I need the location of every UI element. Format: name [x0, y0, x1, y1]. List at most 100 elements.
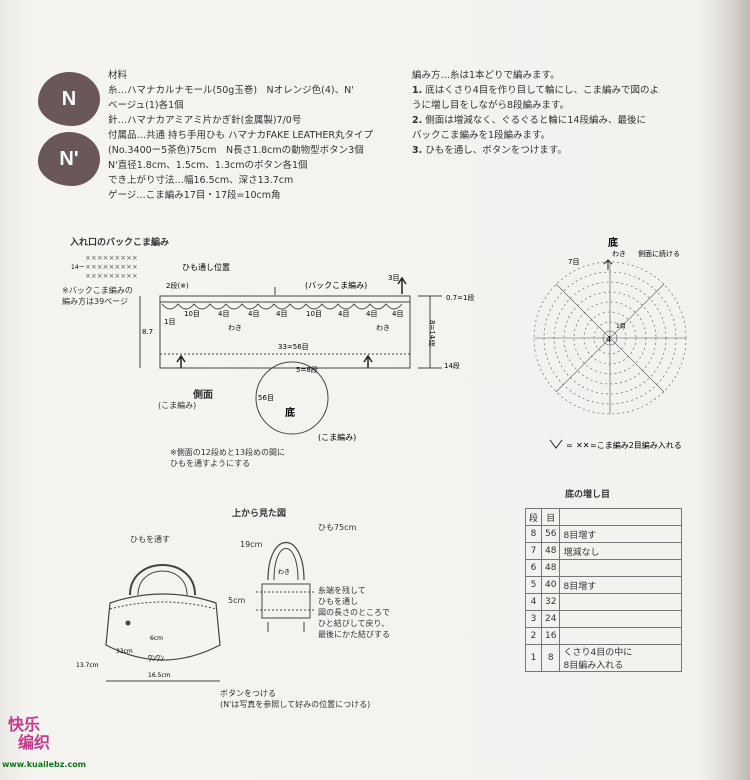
step-number: 3.	[412, 145, 423, 156]
svg-text:×××××××××: ×××××××××	[85, 263, 138, 271]
cord-through-label: ひもを通す	[130, 535, 170, 544]
cord-note: ひと結びして戻り、	[318, 619, 390, 628]
bag-drawing: 6cm 33cm ﾜﾝﾜﾝ 13.7cm 16.5cm	[76, 564, 221, 682]
rows-14-label: 14段	[444, 361, 460, 370]
bottom-chart-waki: わき	[612, 250, 626, 258]
cord-note: 糸端を残して	[318, 586, 366, 595]
up-arrow-icon	[363, 354, 373, 368]
height-19-label: 19cm	[240, 540, 263, 549]
bag-137cm: 13.7cm	[76, 662, 99, 669]
badge-n-prime: N'	[38, 132, 100, 186]
bag-six-cm: 6cm	[150, 635, 163, 642]
four-stitch-label: 4目	[338, 310, 349, 318]
three-stitch-label: 3目	[388, 274, 399, 282]
one-stitch-label: 1目	[616, 323, 626, 330]
bottom-name: 底	[285, 406, 295, 419]
step-number: 1.	[412, 85, 423, 96]
button-note: (N'は写真を参照して好みの位置につける)	[220, 700, 371, 709]
bottom-chart-title: 底	[608, 236, 618, 249]
watermark-cn1: 快乐	[8, 715, 41, 734]
materials-line: ゲージ…こま編み17目・17段=10cm角	[108, 190, 281, 201]
seven-stitch-label: 7目	[568, 258, 579, 266]
badge-n: N	[38, 72, 100, 126]
four-stitch-label: 4目	[366, 310, 377, 318]
step-text: ひもを通し、ボタンをつけます。	[425, 145, 567, 156]
increase-symbol-icon	[549, 439, 563, 449]
badge-n-prime-label: N'	[59, 147, 79, 170]
side-name-sub: (こま編み)	[158, 401, 197, 410]
first-row-label: 0.7=1段	[446, 293, 474, 302]
height-label: 8.7	[142, 328, 153, 336]
waki-label: わき	[228, 324, 242, 332]
materials-block: 材料 糸…ハマナカルナモール(50g玉巻) Nオレンジ色(4)、N' ベージュ(…	[108, 68, 373, 203]
width-5-label: 5cm	[228, 596, 246, 605]
materials-line: でき上がり寸法…幅16.5cm、深さ13.7cm	[108, 175, 294, 186]
watermark-logo: 快乐 编织	[8, 716, 50, 752]
materials-line: (No.3400ー5茶色)75cm N長さ1.8cmの動物型ボタン3個	[108, 145, 364, 156]
back-sc-chart: 14ー ××××××××× ××××××××× ×××××××××	[71, 254, 138, 280]
watermark-url: www.kuailebz.com	[2, 760, 87, 769]
cord-path	[161, 303, 403, 310]
badge-n-label: N	[61, 87, 77, 110]
row-2-label: 2段(※)	[166, 281, 189, 290]
bottom-rows-label: 5=8段	[296, 365, 318, 374]
materials-heading: 材料	[108, 70, 128, 81]
materials-line: 糸…ハマナカルナモール(50g玉巻) Nオレンジ色(4)、N'	[108, 85, 354, 96]
arrow-up-icon	[603, 259, 613, 270]
cord-position-label: ひも通し位置	[182, 262, 230, 272]
increase-table-title: 底の増し目	[565, 490, 611, 500]
step-number: 2.	[412, 115, 423, 126]
cord-note: 最後にかた結びする	[318, 630, 390, 639]
back-sc-label: (バックこま編み)	[305, 280, 367, 290]
four-stitch-label: 4目	[276, 310, 287, 318]
svg-text:ﾜﾝﾜﾝ: ﾜﾝﾜﾝ	[148, 654, 164, 663]
materials-line: N'直径1.8cm、1.5cm、1.3cmのボタン各1個	[108, 160, 308, 171]
cord-note: 図の長さのところで	[318, 608, 390, 617]
header-note	[559, 508, 683, 526]
header-row: 段	[524, 508, 543, 526]
header-stitch: 目	[541, 508, 561, 526]
side-name: 側面	[193, 390, 213, 401]
bottom-stitches-label: 56目	[258, 394, 274, 402]
table-header: 段 目	[524, 508, 683, 526]
top-view-drawing: わき	[256, 541, 316, 632]
svg-text:=: =	[566, 441, 573, 450]
svg-text:×××××××××: ×××××××××	[85, 254, 138, 262]
one-stitch-label: 1目	[164, 318, 175, 326]
side-note: ※側面の12段めと13段めの間に	[170, 448, 286, 457]
continue-label: 側面に続ける	[638, 249, 680, 258]
center-chain-label: 4	[606, 335, 611, 344]
back-sc-note: 編み方は39ページ	[62, 297, 129, 306]
step-text: バックこま編みを1段編みます。	[412, 130, 551, 141]
side-panel	[159, 295, 411, 369]
bottom-circle	[255, 361, 329, 435]
waki-label: わき	[376, 324, 390, 332]
back-sc-title: 入れ口のバックこま編み	[70, 238, 170, 248]
step-text: うに増し目をしながら8段編みます。	[412, 100, 570, 111]
bag-33cm: 33cm	[116, 648, 133, 655]
bottom-name-sub: (こま編み)	[318, 432, 356, 442]
button-note: ボタンをつける	[220, 689, 276, 698]
four-stitch-label: 4目	[248, 310, 259, 318]
four-stitch-label: 4目	[218, 310, 229, 318]
up-arrow-icon	[176, 354, 186, 368]
svg-text:✕✕: ✕✕	[576, 441, 589, 450]
top-view-title: 上から見た図	[232, 509, 287, 519]
back-sc-note: ※バックこま編みの	[62, 286, 133, 295]
materials-line: 付属品…共通 持ち手用ひも ハマナカFAKE LEATHER丸タイプ	[108, 130, 373, 141]
cord-note: ひもを通し	[318, 597, 358, 606]
materials-line: ベージュ(1)各1個	[108, 100, 184, 111]
up-arrow-icon	[397, 276, 407, 294]
legend: = ✕✕ =こま編み2目編み入れる	[549, 439, 682, 450]
cord-length-label: ひも75cm	[318, 523, 357, 532]
step-text: 側面は増減なく、ぐるぐると輪に14段編み、最後に	[425, 115, 646, 126]
bottom-chart: 底 わき 側面に続ける 7目 4 1目	[533, 236, 687, 415]
